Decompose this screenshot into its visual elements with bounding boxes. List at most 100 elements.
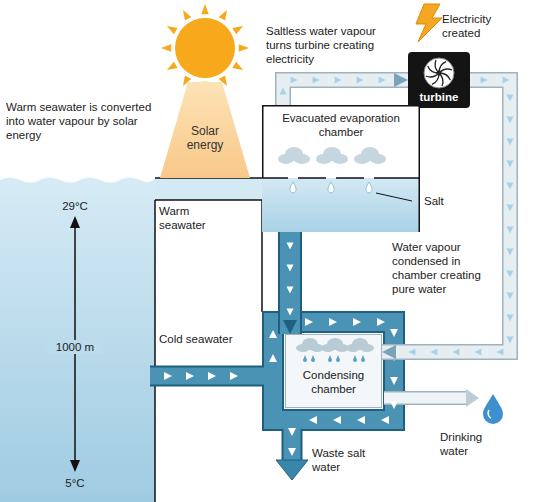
flow-arrow bbox=[431, 349, 438, 356]
salt-drop bbox=[290, 182, 296, 193]
node-label: Solar energy bbox=[175, 124, 235, 152]
fan-hub bbox=[437, 71, 442, 76]
evaporator-plate bbox=[262, 177, 420, 179]
turbine-fan bbox=[424, 58, 454, 88]
pipe-outline bbox=[282, 420, 303, 462]
flow-arrow bbox=[287, 309, 294, 316]
chamber-wall bbox=[286, 335, 382, 408]
flow-arrow bbox=[230, 372, 238, 380]
flow-arrow bbox=[381, 416, 389, 424]
shore-wall bbox=[154, 200, 156, 367]
flow-arrow bbox=[507, 183, 514, 190]
pipe-outline bbox=[278, 232, 302, 334]
water-droplet bbox=[353, 355, 357, 362]
flow-arrow bbox=[497, 349, 504, 356]
flow-arrow bbox=[481, 77, 488, 84]
flow-arrow bbox=[507, 139, 514, 146]
arrowhead bbox=[70, 460, 80, 472]
cold-water-pipes bbox=[150, 322, 394, 480]
vapour-cloud bbox=[321, 338, 349, 352]
flow-arrow bbox=[507, 161, 514, 168]
pipe-outline bbox=[273, 322, 394, 420]
flow-arrow bbox=[507, 227, 514, 234]
annotation: Cold seawater bbox=[159, 332, 239, 346]
flow-arrow bbox=[313, 77, 320, 84]
sun-ray bbox=[167, 62, 178, 70]
flow-arrow bbox=[379, 77, 386, 84]
flow-arrow bbox=[291, 77, 298, 84]
salt-drop bbox=[328, 182, 334, 193]
pipe-outline bbox=[150, 366, 272, 387]
shore-wall bbox=[154, 385, 156, 502]
node-label: Evacuated evaporation chamber bbox=[268, 111, 414, 139]
flow-arrow bbox=[507, 293, 514, 300]
flow-arrow bbox=[280, 88, 287, 95]
condensing-chamber: Condensing chamber bbox=[285, 334, 382, 408]
annotation: Water vapour condensed in chamber creati… bbox=[392, 240, 500, 296]
vapour-cloud bbox=[346, 338, 374, 352]
flow-arrow bbox=[357, 416, 365, 424]
flow-arrow bbox=[357, 77, 364, 84]
node-label: Condensing chamber bbox=[289, 368, 378, 396]
annotation: Drinking water bbox=[440, 430, 512, 458]
flow-arrow bbox=[269, 354, 277, 362]
condenser-pipe-loop bbox=[273, 322, 394, 420]
drop-highlight bbox=[488, 410, 491, 418]
waste-arrowhead bbox=[276, 460, 308, 480]
annotation: 1000 m bbox=[47, 340, 103, 354]
sun-ray bbox=[183, 10, 191, 21]
chamber-wall bbox=[263, 106, 420, 232]
annotation: Warm seawater is converted into water va… bbox=[6, 100, 156, 142]
sun-disc bbox=[175, 18, 235, 78]
sun-ray bbox=[219, 10, 227, 21]
waste-pipe bbox=[284, 420, 301, 462]
flow-arrow bbox=[507, 95, 514, 102]
flow-arrow bbox=[390, 329, 398, 337]
solar-beam: Solar energy bbox=[160, 82, 250, 178]
flow-arrow bbox=[288, 428, 296, 436]
flow-arrow bbox=[186, 372, 194, 380]
flow-arrow bbox=[453, 349, 460, 356]
water-droplet bbox=[311, 355, 315, 362]
vacuum-space bbox=[262, 105, 420, 178]
annotation: Electricity created bbox=[442, 12, 528, 40]
flow-arrow bbox=[288, 448, 296, 456]
pipe-connector bbox=[280, 232, 300, 334]
arrowhead bbox=[70, 216, 80, 228]
structure-walls bbox=[155, 178, 263, 502]
lightning-bolt bbox=[416, 4, 442, 42]
salt-drop bbox=[366, 182, 372, 193]
sun-ray bbox=[232, 62, 243, 70]
annotation: Warm seawater bbox=[159, 204, 231, 232]
flow-arrow bbox=[333, 416, 341, 424]
water-drop bbox=[483, 394, 503, 424]
flow-arrow bbox=[390, 401, 398, 409]
water-droplet bbox=[303, 355, 307, 362]
sun-ray bbox=[201, 4, 208, 14]
sun-ray bbox=[161, 44, 171, 51]
flow-arrow bbox=[269, 330, 277, 338]
evaporation-chamber-shape bbox=[262, 105, 420, 232]
sun-ray bbox=[239, 44, 249, 51]
drinking-water-outlet bbox=[384, 389, 503, 424]
flow-arrow bbox=[335, 77, 342, 84]
flow-arrow bbox=[353, 318, 361, 326]
flow-arrow bbox=[164, 372, 172, 380]
flow-arrow bbox=[287, 243, 294, 250]
annotation: 5°C bbox=[52, 476, 98, 490]
chamber-water bbox=[262, 178, 420, 232]
water-droplet bbox=[328, 355, 332, 362]
flow-arrow bbox=[309, 416, 317, 424]
sunlight-beam bbox=[160, 82, 250, 178]
water-droplet bbox=[336, 355, 340, 362]
flow-path bbox=[273, 322, 394, 420]
annotation: Salt bbox=[424, 194, 464, 208]
node-label: turbine bbox=[410, 90, 468, 104]
flow-arrow bbox=[208, 372, 216, 380]
flow-arrow bbox=[503, 77, 510, 84]
annotation: Waste salt water bbox=[312, 446, 392, 474]
pipe-connector bbox=[283, 80, 408, 105]
sea bbox=[0, 178, 155, 502]
flow-arrow bbox=[329, 318, 337, 326]
